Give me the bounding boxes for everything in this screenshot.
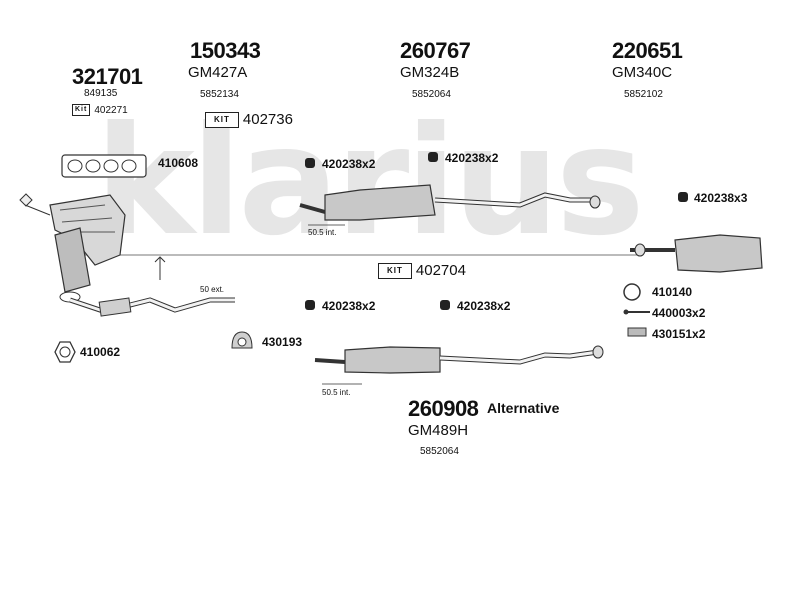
- ref-5852064: 5852064: [412, 89, 451, 100]
- bracket-430151-drawing: [627, 327, 647, 337]
- label-440003: 440003x2: [652, 306, 706, 320]
- part-number-321701: 321701: [72, 64, 143, 89]
- ref-849135: 849135: [84, 88, 118, 99]
- oe-gm427a: GM427A: [188, 64, 248, 81]
- mount-icons: [305, 152, 688, 310]
- kit-box: KIT: [205, 111, 239, 128]
- kit-small-box: Kit: [72, 104, 91, 116]
- gasket-410062-drawing: [54, 341, 76, 363]
- oe-gm489h: GM489H: [408, 422, 469, 439]
- ref-5852064-alt: 5852064: [420, 446, 459, 457]
- kit-small-label: Kit 402271: [72, 104, 128, 116]
- part-number-260908: 260908: [408, 396, 479, 421]
- kit-small-code: 402271: [94, 104, 128, 116]
- kit-402736: KIT 402736: [205, 111, 293, 128]
- part-number-260767: 260767: [400, 38, 471, 63]
- bolt-440003-drawing: [623, 309, 650, 315]
- manifold-gasket-drawing: [61, 154, 147, 178]
- ref-5852134: 5852134: [200, 89, 239, 100]
- label-410062: 410062: [80, 345, 121, 359]
- rear-silencer-drawing: [630, 234, 763, 273]
- label-410608: 410608: [158, 156, 199, 170]
- oe-gm340c: GM340C: [612, 64, 673, 81]
- part-number-220651: 220651: [612, 38, 683, 63]
- alternative-silencer-drawing: [314, 345, 604, 385]
- clamp-430193-drawing: [231, 331, 253, 349]
- label-420238-a: 420238x2: [322, 157, 376, 171]
- ref-5852102: 5852102: [624, 89, 663, 100]
- dim-50-ext: 50 ext.: [200, 285, 225, 294]
- kit-402704: KIT 402704: [378, 262, 466, 279]
- ring-410140-drawing: [623, 283, 641, 301]
- label-410140: 410140: [652, 285, 693, 299]
- middle-silencer-upper-drawing: [299, 184, 601, 226]
- front-pipe-drawing: [69, 256, 235, 317]
- kit-code: 402704: [415, 262, 466, 279]
- label-420238-b: 420238x2: [445, 151, 499, 165]
- manifold-catalyst-drawing: [19, 193, 126, 303]
- brand-watermark: klarius: [95, 95, 645, 269]
- kit-box: KIT: [378, 262, 412, 279]
- label-420238-d: 420238x2: [322, 299, 376, 313]
- label-420238-c: 420238x3: [694, 191, 748, 205]
- dim-50-5-int-bottom: 50.5 int.: [322, 388, 351, 397]
- oe-gm324b: GM324B: [400, 64, 460, 81]
- alternative-tag: Alternative: [487, 400, 560, 416]
- part-number-150343: 150343: [190, 38, 261, 63]
- dim-50-5-int-top: 50.5 int.: [308, 228, 337, 237]
- label-430193: 430193: [262, 335, 303, 349]
- kit-code: 402736: [242, 111, 293, 128]
- label-430151: 430151x2: [652, 327, 706, 341]
- label-420238-e: 420238x2: [457, 299, 511, 313]
